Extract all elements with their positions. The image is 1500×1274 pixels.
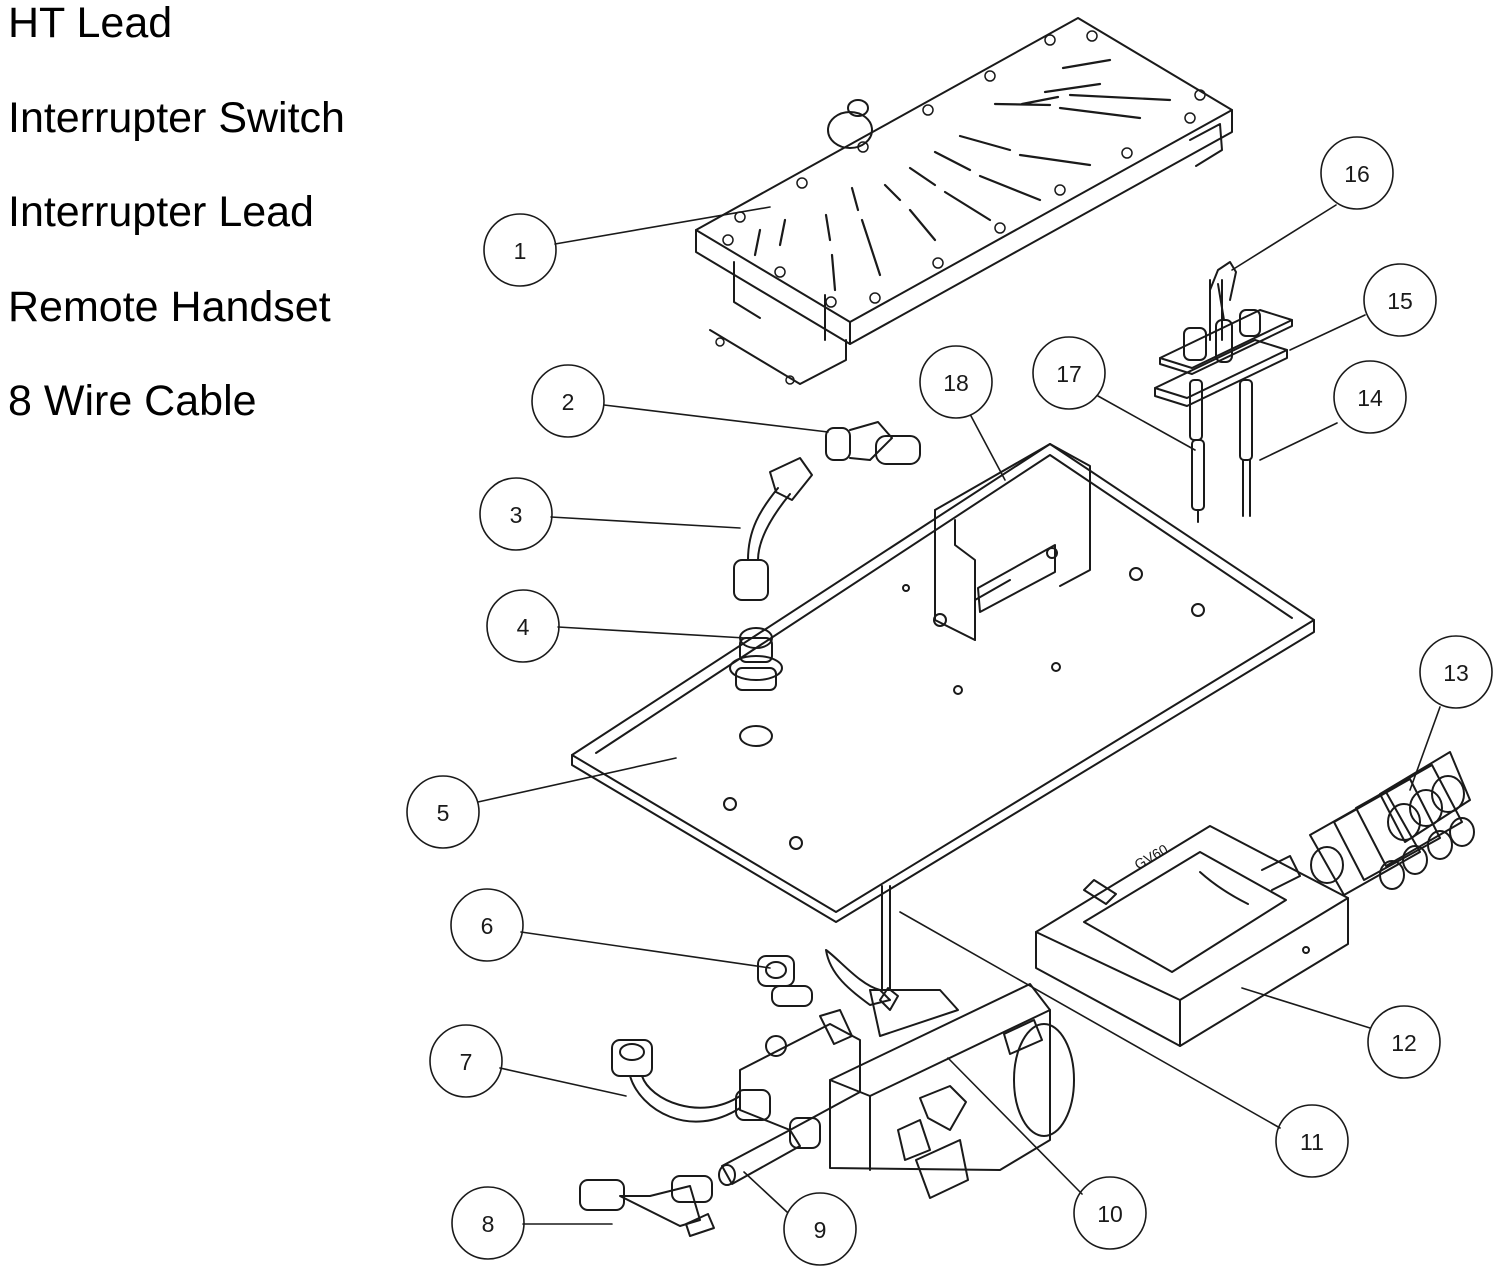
- leader-lines: [477, 204, 1441, 1225]
- part-pilot-bracket: [1154, 279, 1293, 407]
- callout-number: 13: [1443, 660, 1469, 686]
- part-interrupter-rod: [879, 885, 899, 1011]
- callout-circles: [406, 136, 1493, 1266]
- legend-item-ht-lead: HT Lead: [8, 0, 173, 47]
- legend-item-interrupter-lead: Interrupter Lead: [8, 188, 314, 236]
- part-heat-shield: [933, 443, 1091, 641]
- part-bent-pipe: [733, 457, 813, 601]
- callout-number: 15: [1387, 288, 1413, 314]
- callout-number: 6: [481, 913, 494, 939]
- callout-number: 18: [943, 370, 969, 396]
- legend-item-8-wire-cable: 8 Wire Cable: [8, 377, 257, 425]
- part-electrode: [1189, 379, 1205, 523]
- callout-number: 17: [1056, 361, 1082, 387]
- callout-number: 2: [562, 389, 575, 415]
- callout-number: 7: [460, 1049, 473, 1075]
- part-batteries: [1309, 751, 1475, 896]
- callout-number: 16: [1344, 161, 1370, 187]
- part-base-plate: [571, 443, 1315, 923]
- callout-number: 8: [482, 1211, 495, 1237]
- callout-number: 3: [510, 502, 523, 528]
- part-t-piece: [757, 949, 891, 1007]
- legend-item-interrupter-switch: Interrupter Switch: [8, 93, 345, 142]
- callout-number: 11: [1300, 1129, 1324, 1155]
- part-gas-valve: [739, 983, 1075, 1199]
- part-burner-box: [695, 17, 1233, 385]
- callout-numbers: 1 2 3 4 5 6 7 8 9 10 11 12 13 14 15 16 1…: [437, 161, 1469, 1243]
- callout-number: 1: [514, 238, 527, 264]
- receiver-marking: GV60: [1132, 841, 1171, 873]
- part-receiver-box: [1035, 825, 1349, 1047]
- parts-legend: HT Lead Interrupter Switch Interrupter L…: [8, 0, 345, 473]
- callout-number: 5: [437, 800, 450, 826]
- callout-number: 9: [814, 1217, 827, 1243]
- part-flex-pipe: [611, 1039, 771, 1123]
- part-pipe-stub: [718, 1117, 821, 1186]
- part-test-point: [579, 1175, 715, 1237]
- callout-number: 4: [517, 614, 530, 640]
- part-elbow-fitting: [825, 421, 921, 465]
- callout-number: 10: [1097, 1201, 1123, 1227]
- callout-number: 12: [1391, 1030, 1417, 1056]
- callout-number: 14: [1357, 385, 1383, 411]
- part-thermocouple: [1239, 379, 1253, 517]
- legend-item-remote-handset: Remote Handset: [8, 282, 331, 331]
